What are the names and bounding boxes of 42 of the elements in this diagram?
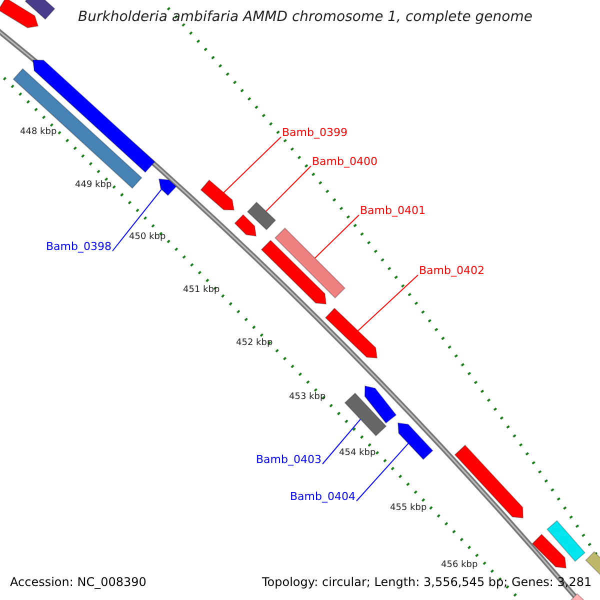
footer-note: Topology: circular; Length: 3,556,545 bp; Genes: 3,281	[262, 576, 592, 588]
title: Burkholderia ambifaria AMMD chromosome 1, complete genome	[78, 10, 532, 24]
gene-label: Bamb_0398	[46, 241, 112, 252]
scale-label: 450 kbp	[129, 233, 166, 242]
leader-line	[356, 442, 409, 502]
footer-note: Accession: NC_008390	[10, 576, 146, 588]
leader-line	[112, 188, 162, 252]
gene-block	[24, 0, 56, 20]
scale-label: 453 kbp	[289, 393, 326, 402]
scale-label: 452 kbp	[236, 339, 273, 348]
leader-line	[223, 136, 282, 194]
gene-block	[397, 422, 434, 460]
leader-line	[266, 166, 312, 212]
gene-block	[454, 444, 524, 519]
scale-label: 456 kbp	[441, 561, 478, 570]
gene-block	[158, 178, 177, 196]
gene-block	[546, 520, 586, 562]
scale-label: 449 kbp	[75, 181, 112, 190]
gene-label: Bamb_0404	[290, 491, 356, 502]
leader-line	[314, 214, 360, 259]
gene-block	[364, 385, 397, 424]
scale-label: 451 kbp	[183, 286, 220, 295]
leader-line	[322, 418, 361, 464]
gene-block	[532, 534, 567, 569]
gene-block	[344, 392, 387, 436]
scale-label: 454 kbp	[339, 449, 376, 458]
gene-block	[324, 308, 378, 359]
gene-label: Bamb_0402	[419, 265, 484, 276]
scale-label: 455 kbp	[390, 504, 427, 513]
gene-block	[234, 214, 257, 237]
gene-label: Bamb_0400	[312, 156, 378, 167]
gene-block	[12, 68, 142, 189]
scale-label: 448 kbp	[20, 128, 57, 137]
gene-label: Bamb_0401	[360, 205, 426, 216]
gene-block	[260, 240, 327, 305]
gene-label: Bamb_0399	[282, 127, 348, 138]
leader-line	[358, 274, 418, 332]
gene-label: Bamb_0403	[256, 454, 322, 465]
gene-block	[200, 179, 235, 211]
gene-block	[246, 202, 276, 230]
gene-block	[274, 227, 346, 299]
gene-block	[0, 0, 39, 28]
